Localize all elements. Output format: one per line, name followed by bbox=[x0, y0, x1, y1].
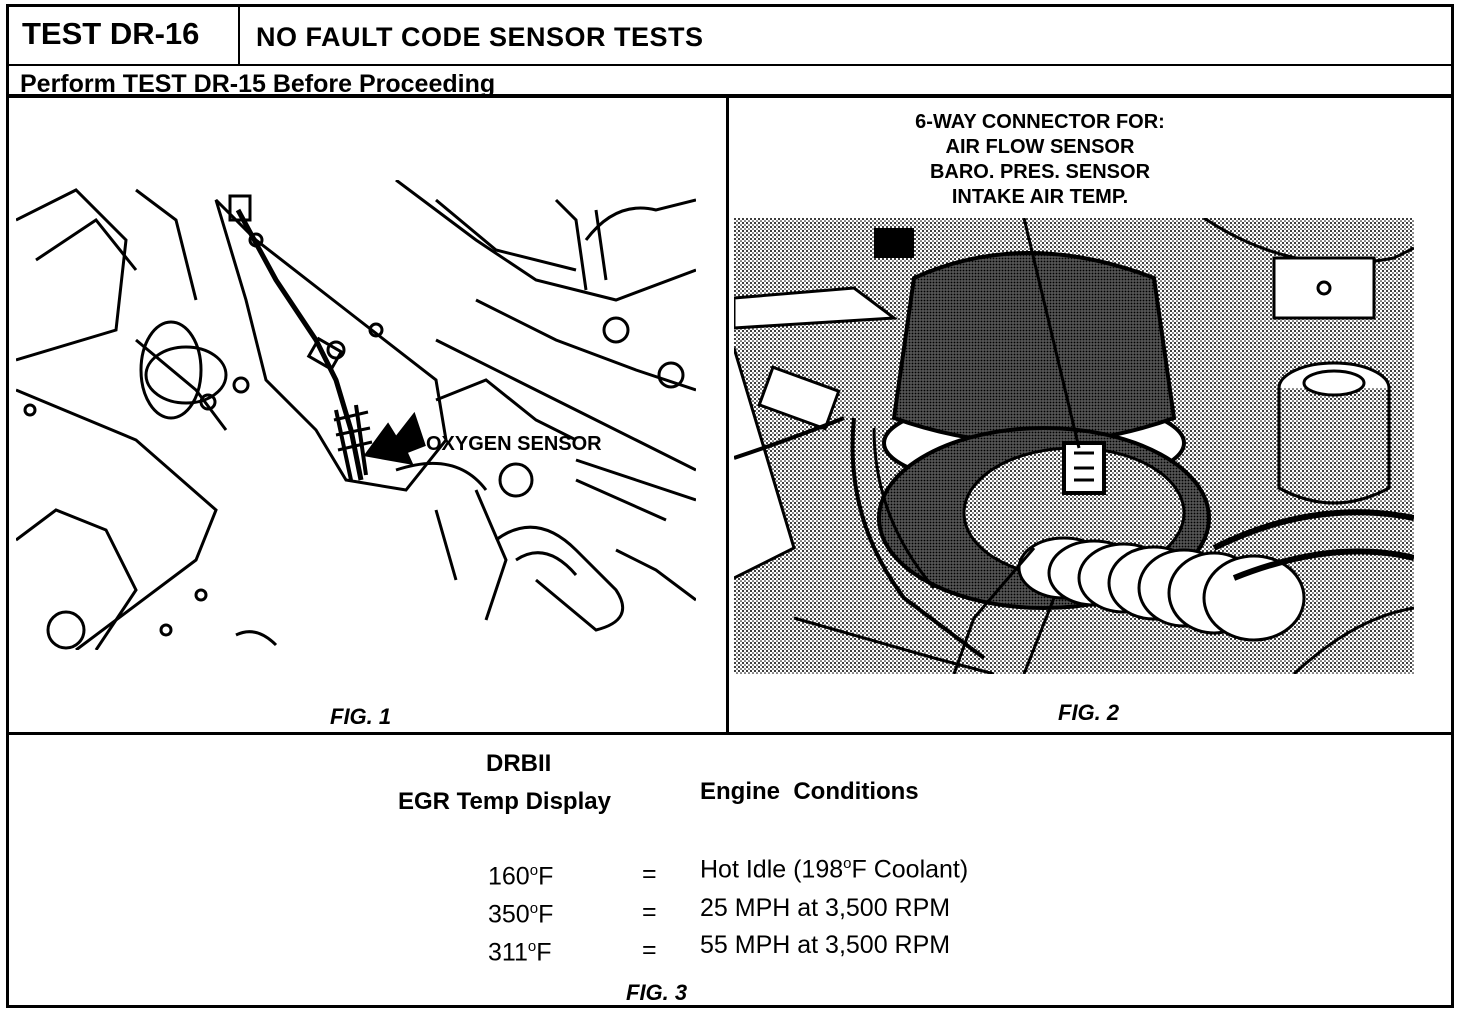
col2-header: Engine Conditions bbox=[700, 778, 919, 805]
temp-value: 311 bbox=[488, 938, 528, 967]
temp-value: 160 bbox=[488, 862, 530, 891]
callout-line: INTAKE AIR TEMP. bbox=[951, 186, 1129, 208]
equals-sign: = bbox=[642, 936, 657, 964]
connector-callout: 6-WAY CONNECTOR FOR: AIR FLOW SENSOR BAR… bbox=[880, 110, 1200, 210]
callout-line: AIR FLOW SENSOR bbox=[945, 136, 1135, 158]
engine-condition: 25 MPH at 3,500 RPM bbox=[700, 894, 951, 922]
fig2-illustration bbox=[734, 218, 1414, 674]
subtitle: Perform TEST DR-15 Before Proceeding bbox=[20, 70, 496, 98]
engine-condition: Hot Idle (198oF Coolant) bbox=[700, 855, 968, 884]
divider bbox=[6, 64, 1454, 66]
fig1-label: FIG. 1 bbox=[330, 704, 392, 729]
degree-symbol: o bbox=[843, 855, 852, 872]
table-row: 160oF bbox=[488, 862, 553, 891]
degree-symbol: o bbox=[527, 938, 537, 955]
table-row: 311oF bbox=[488, 938, 551, 967]
divider bbox=[6, 94, 1454, 98]
oxygen-sensor-callout: OXYGEN SENSOR bbox=[426, 433, 602, 455]
test-id-box: TEST DR-16 bbox=[6, 4, 240, 66]
col1-header-line1: DRBII bbox=[486, 750, 552, 777]
fig1-illustration bbox=[16, 180, 696, 650]
equals-sign: = bbox=[642, 860, 657, 888]
condition-text: F Coolant) bbox=[851, 855, 969, 884]
callout-line: BARO. PRES. SENSOR bbox=[929, 161, 1151, 183]
temp-value: 350 bbox=[488, 900, 530, 929]
figure-divider bbox=[726, 96, 729, 734]
equals-sign: = bbox=[642, 898, 657, 926]
fig3-label: FIG. 3 bbox=[626, 980, 688, 1005]
test-title: NO FAULT CODE SENSOR TESTS bbox=[256, 22, 704, 52]
temp-unit: F bbox=[536, 938, 552, 967]
engine-condition: 55 MPH at 3,500 RPM bbox=[700, 931, 951, 959]
degree-symbol: o bbox=[529, 900, 539, 917]
col1-header-line2: EGR Temp Display bbox=[398, 788, 611, 815]
page-frame bbox=[6, 4, 1454, 1008]
temp-unit: F bbox=[538, 862, 554, 891]
temp-unit: F bbox=[538, 900, 554, 929]
fig2-label: FIG. 2 bbox=[1058, 700, 1120, 725]
degree-symbol: o bbox=[529, 862, 539, 879]
table-row: 350oF bbox=[488, 900, 553, 929]
divider bbox=[6, 732, 1454, 735]
callout-line: 6-WAY CONNECTOR FOR: bbox=[915, 111, 1165, 133]
condition-text: Hot Idle (198 bbox=[700, 855, 844, 884]
test-id: TEST DR-16 bbox=[22, 16, 200, 51]
